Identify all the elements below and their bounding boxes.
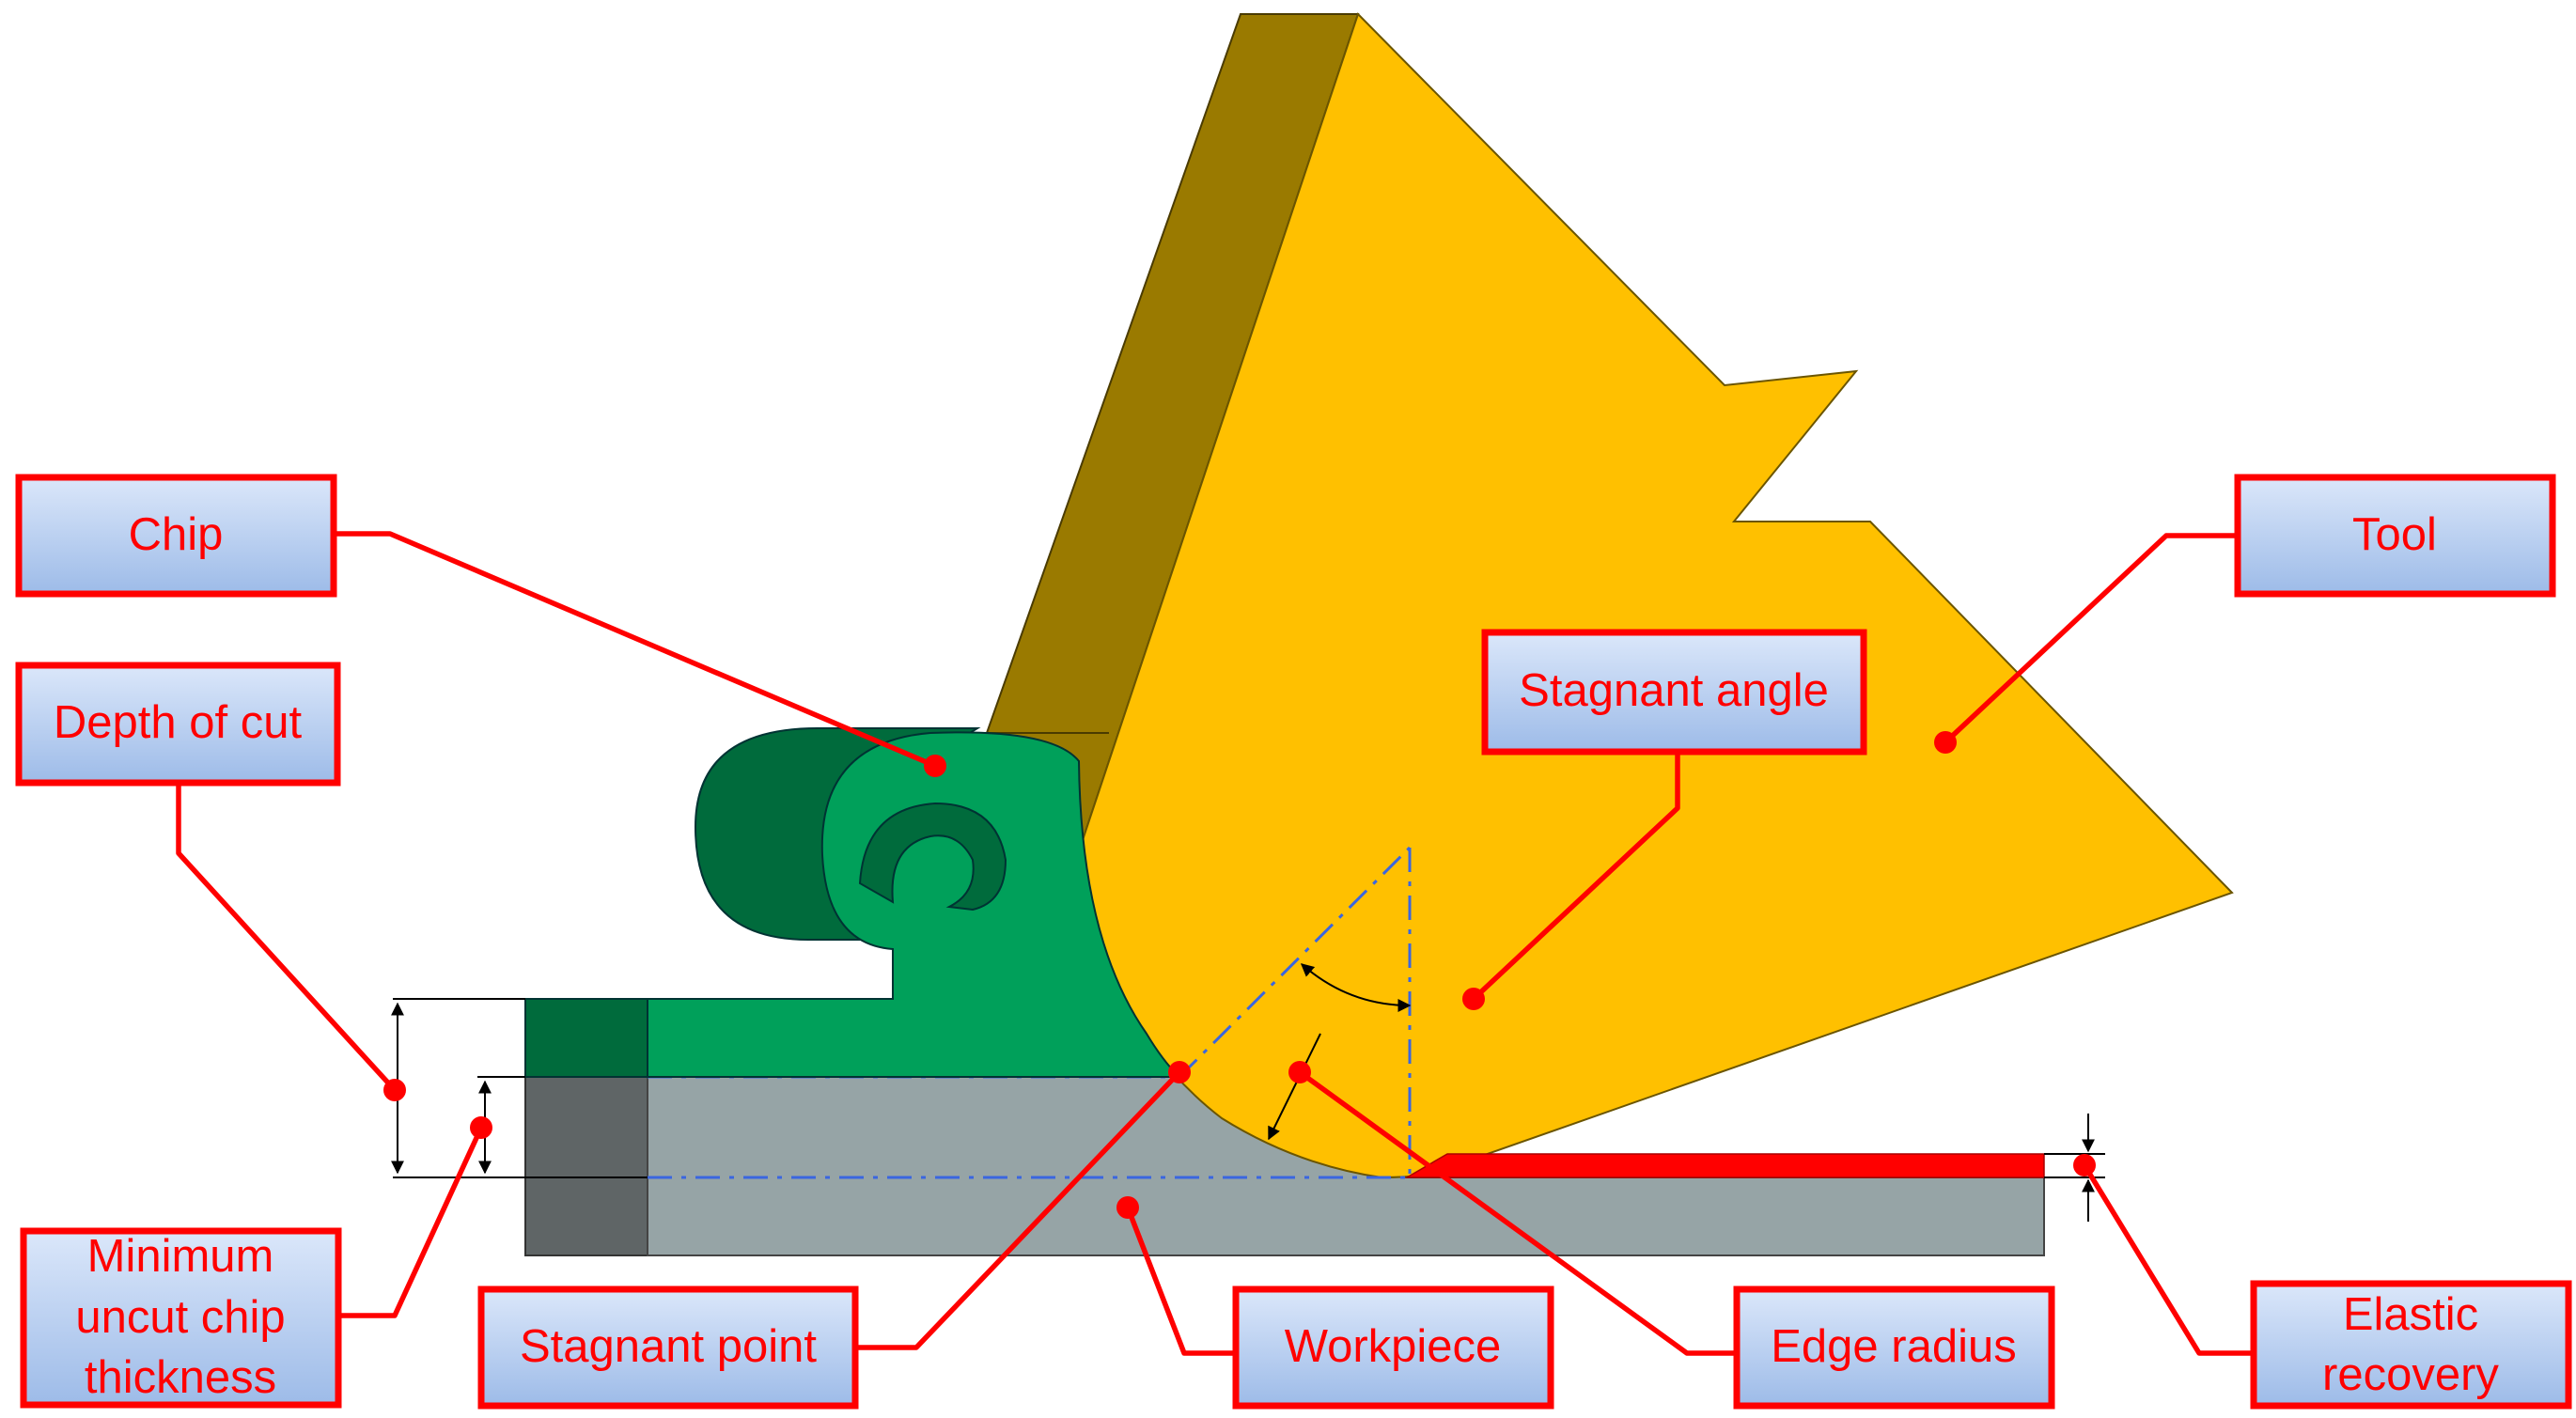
label-stagnant-angle: Stagnant angle (1481, 629, 1867, 756)
label-depth-of-cut: Depth of cut (15, 662, 341, 787)
label-stagnant-angle-box (1481, 629, 1867, 756)
leader-workpiece (1125, 1207, 1236, 1356)
leader-stagnant-point (855, 1070, 1181, 1350)
elastic-recovery-strip (1404, 1153, 2045, 1178)
label-stagnant-point-text: Stagnant point (520, 1321, 817, 1372)
dot-workpiece (1116, 1196, 1139, 1219)
dot-elastic-recovery (2073, 1154, 2096, 1176)
label-tool-text: Tool (2352, 509, 2437, 560)
chip-curl-inner (858, 802, 1007, 912)
dot-chip (924, 755, 946, 777)
leader-chip (334, 531, 937, 769)
label-stagnant-point: Stagnant point (477, 1286, 859, 1410)
label-stagnant-point-box (477, 1286, 859, 1410)
leaders (176, 531, 2254, 1356)
dot-edge-radius (1288, 1061, 1311, 1083)
leader-edge-radius (1298, 1069, 1737, 1356)
label-elastic-recovery-line-1: Elastic (2343, 1289, 2478, 1340)
label-edge-radius-box (1733, 1286, 2055, 1410)
label-min-uncut-box (20, 1227, 342, 1409)
label-chip-text: Chip (129, 509, 224, 560)
label-workpiece: Workpiece (1232, 1286, 1554, 1410)
label-tool: Tool (2234, 474, 2556, 598)
leader-min-uncut (334, 1126, 484, 1318)
label-minimum-uncut-chip-thickness: Minimum uncut chip thickness (20, 1227, 342, 1409)
leader-tool (1944, 533, 2238, 745)
label-chip: Chip (15, 474, 337, 598)
chip (524, 727, 1182, 1078)
label-depth-of-cut-text: Depth of cut (54, 697, 303, 748)
label-edge-radius: Edge radius (1733, 1286, 2055, 1410)
leader-stagnant-angle (1472, 752, 1680, 1002)
dot-stagnant-point (1168, 1061, 1191, 1083)
chip-end-face (524, 998, 648, 1078)
edge-radius-arrow (1268, 1033, 1321, 1141)
label-edge-radius-text: Edge radius (1771, 1321, 2017, 1372)
stagnant-angle-arc (1300, 963, 1412, 1012)
label-elastic-recovery-box (2250, 1280, 2572, 1410)
leader-depth-of-cut (176, 783, 398, 1092)
label-workpiece-box (1232, 1286, 1554, 1410)
dot-tool (1934, 731, 1957, 754)
chip-front (647, 731, 1182, 1078)
label-chip-box (15, 474, 337, 598)
label-elastic-recovery-line-2: recovery (2322, 1349, 2499, 1400)
label-elastic-recovery: Elastic recovery (2250, 1280, 2572, 1410)
dot-depth-of-cut (383, 1079, 406, 1101)
label-stagnant-angle-text: Stagnant angle (1519, 665, 1829, 716)
label-min-uncut-line-3: thickness (85, 1352, 276, 1403)
label-workpiece-text: Workpiece (1285, 1321, 1502, 1372)
dot-min-uncut (470, 1116, 492, 1139)
label-depth-of-cut-box (15, 662, 341, 787)
workpiece-end-face (524, 1076, 648, 1256)
stagnant-ray-line (1178, 846, 1412, 1079)
elastic-recovery-dimension (2044, 1114, 2105, 1222)
leader-dots (383, 731, 2096, 1219)
label-min-uncut-line-2: uncut chip (75, 1292, 285, 1343)
label-min-uncut-line-1: Minimum (87, 1231, 274, 1282)
stagnant-angle-construction (648, 846, 1412, 1179)
dot-stagnant-angle (1462, 988, 1485, 1010)
label-tool-box (2234, 474, 2556, 598)
tool (985, 12, 2234, 1179)
leader-elastic-recovery (2082, 1163, 2254, 1356)
